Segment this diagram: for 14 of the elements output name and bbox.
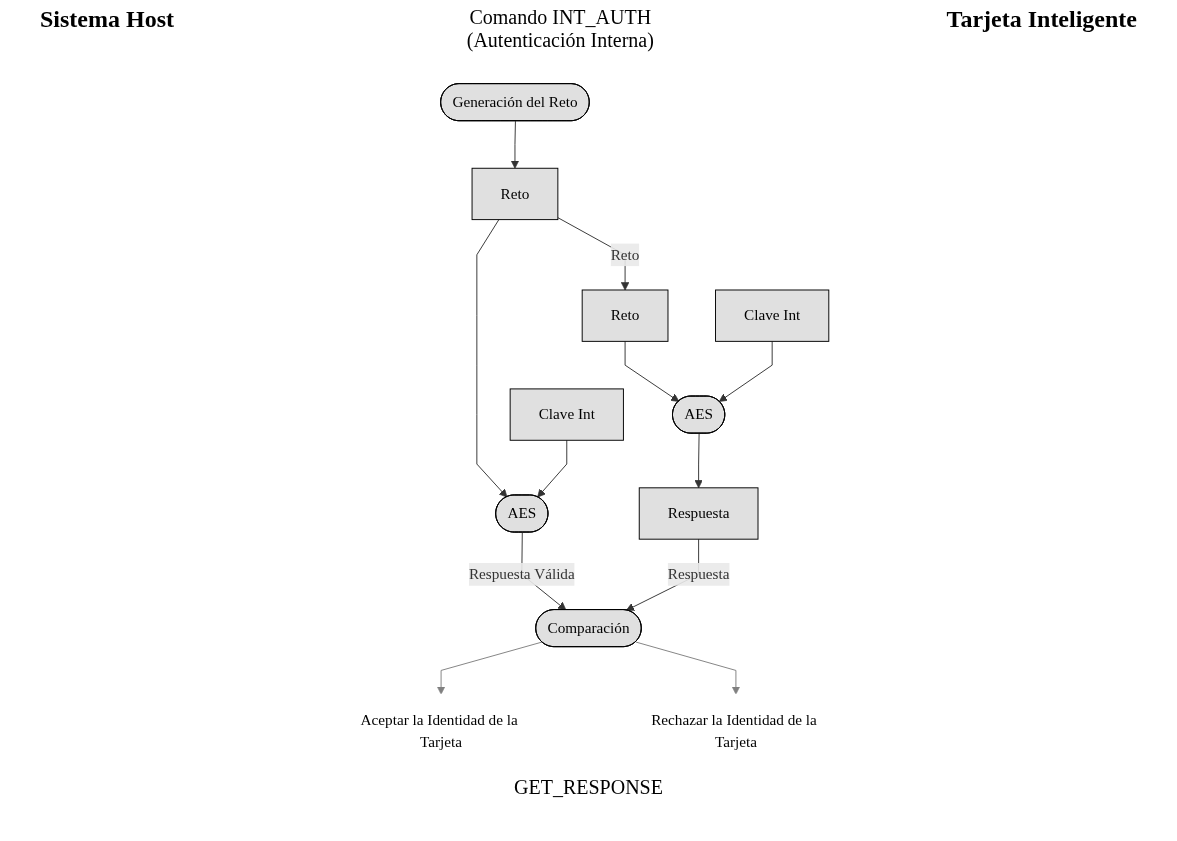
edge-label: Respuesta bbox=[667, 565, 730, 582]
edge-label: Reto bbox=[610, 246, 640, 263]
node-box: Clave Int bbox=[509, 388, 624, 441]
command-label: Comando INT_AUTH (Autenticación Interna) bbox=[465, 6, 655, 54]
node-box: Clave Int bbox=[715, 289, 830, 342]
node-box: Reto bbox=[581, 289, 669, 342]
edge-label: Respuesta Válida bbox=[468, 565, 575, 582]
column-heading: Sistema Host bbox=[40, 6, 174, 34]
node-text: Aceptar la Identidad de la Tarjeta bbox=[360, 711, 518, 751]
command-label: GET_RESPONSE bbox=[513, 776, 664, 799]
column-heading: Tarjeta Inteligente bbox=[946, 6, 1137, 34]
node-box: Respuesta bbox=[638, 487, 759, 540]
node-box: Reto bbox=[471, 167, 559, 221]
node-text: Rechazar la Identidad de la Tarjeta bbox=[651, 711, 817, 751]
